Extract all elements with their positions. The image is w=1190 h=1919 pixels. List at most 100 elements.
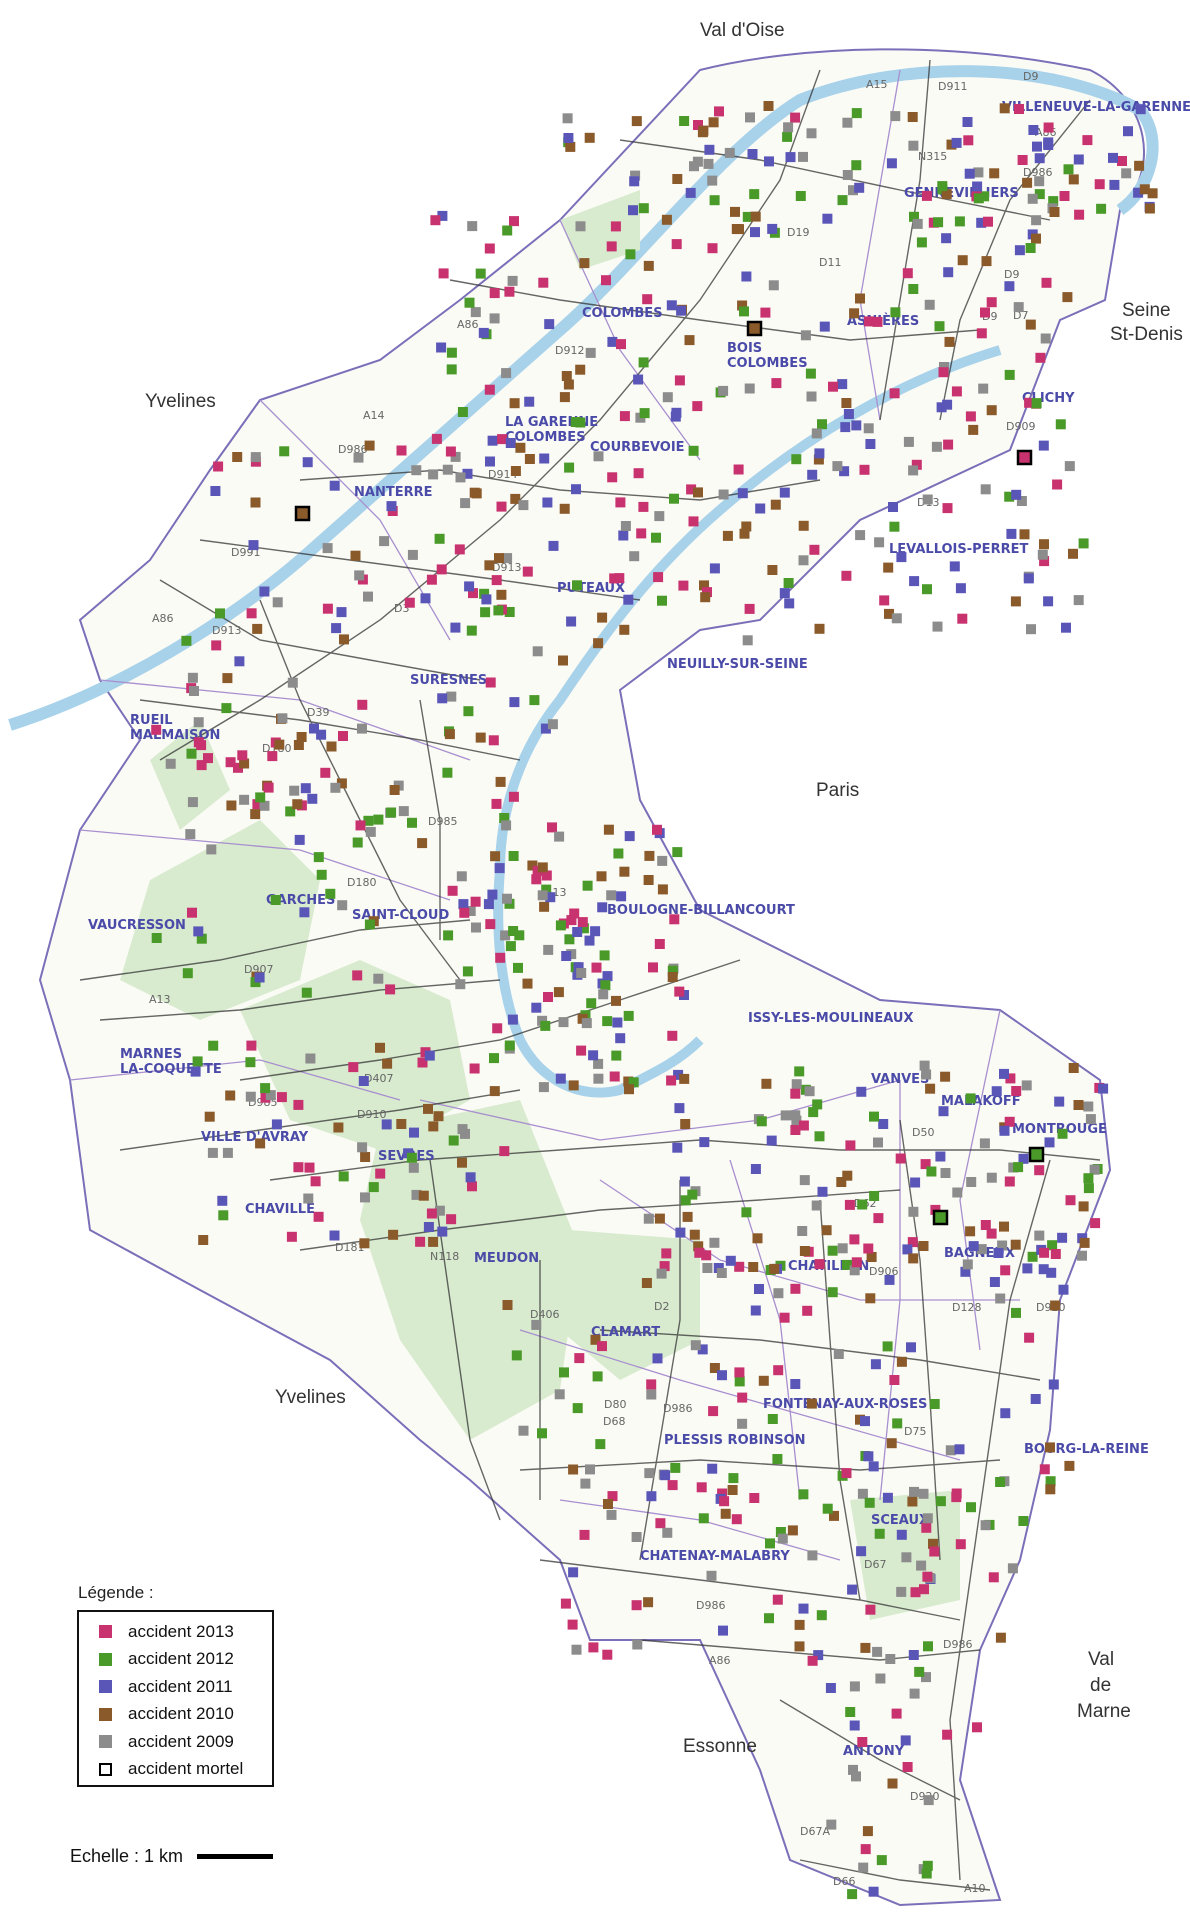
accident-marker: [938, 1106, 949, 1117]
accident-marker: [475, 268, 486, 279]
accident-marker: [1052, 479, 1063, 490]
accident-marker: [847, 1889, 858, 1900]
accident-marker: [849, 308, 860, 319]
accident-marker: [510, 466, 521, 476]
accident-marker: [359, 1238, 370, 1249]
accident-marker: [879, 595, 890, 606]
commune-label: MALAKOFF: [941, 1094, 1021, 1109]
accident-marker: [357, 723, 367, 734]
accident-marker: [932, 621, 943, 632]
accident-marker: [758, 1375, 769, 1386]
accident-marker: [903, 436, 914, 447]
accident-marker: [561, 371, 572, 381]
accident-marker: [360, 1192, 370, 1203]
accident-marker: [860, 1642, 871, 1653]
accident-marker: [1040, 333, 1051, 344]
accident-marker: [1043, 596, 1054, 607]
accident-marker: [938, 367, 949, 378]
accident-marker: [574, 1353, 585, 1364]
accident-marker: [896, 1586, 907, 1597]
accident-marker: [849, 1720, 860, 1731]
accident-marker: [706, 1570, 717, 1581]
accident-marker: [187, 672, 198, 683]
accident-marker: [794, 1641, 805, 1652]
accident-marker: [1046, 1267, 1057, 1278]
scale-label: Echelle : 1 km: [70, 1846, 184, 1866]
accident-marker: [504, 1040, 515, 1051]
accident-marker: [260, 1092, 271, 1103]
accident-marker: [862, 1826, 873, 1837]
accident-marker: [573, 962, 584, 973]
accident-marker: [742, 211, 753, 222]
accident-marker: [446, 691, 457, 702]
accident-marker: [428, 1121, 439, 1132]
accident-marker: [648, 962, 658, 973]
accident-marker: [255, 792, 266, 803]
accident-marker: [408, 1162, 419, 1173]
accident-marker: [891, 1708, 902, 1719]
accident-marker: [1077, 1250, 1087, 1261]
accident-marker: [1030, 1394, 1041, 1404]
accident-marker: [1043, 137, 1054, 148]
accident-marker: [513, 962, 523, 973]
accident-marker: [875, 1673, 886, 1684]
accident-marker: [462, 966, 473, 977]
accident-marker: [922, 584, 932, 595]
accident-marker: [916, 237, 927, 248]
accident-marker: [1024, 1332, 1035, 1343]
accident-marker: [813, 1650, 824, 1661]
accident-marker: [700, 592, 711, 603]
accident-marker: [276, 1092, 287, 1103]
accident-marker: [832, 461, 843, 472]
accident-marker: [965, 411, 976, 422]
legend-label-2011: accident 2011: [128, 1676, 233, 1696]
accident-marker: [196, 933, 207, 944]
accident-marker: [1123, 126, 1133, 137]
accident-marker: [537, 1428, 547, 1439]
accident-marker: [438, 268, 449, 279]
accident-marker: [684, 335, 695, 346]
accident-marker: [979, 1138, 990, 1149]
accident-marker: [980, 1220, 991, 1230]
accident-marker: [538, 1082, 549, 1093]
accident-marker: [884, 608, 894, 619]
accident-marker: [910, 1177, 921, 1188]
accident-marker: [487, 889, 498, 900]
accident-marker: [986, 297, 997, 308]
accident-marker: [856, 1086, 867, 1097]
accident-marker: [999, 1125, 1010, 1136]
accident-marker: [922, 1860, 933, 1871]
accident-marker: [790, 1379, 801, 1389]
commune-label: FONTENAY-AUX-ROSES: [763, 1397, 927, 1412]
accident-marker: [592, 1371, 603, 1382]
accident-marker: [1045, 1442, 1055, 1453]
accident-marker: [819, 321, 830, 332]
accident-marker: [579, 1529, 590, 1540]
accident-marker: [357, 699, 368, 710]
accident-marker: [357, 1142, 368, 1153]
accident-marker: [192, 1056, 203, 1067]
accident-marker: [764, 156, 774, 167]
accident-marker: [442, 464, 453, 475]
accident-marker: [499, 813, 510, 823]
accident-marker: [500, 930, 511, 941]
accident-marker: [511, 1350, 522, 1361]
accident-marker: [671, 239, 682, 250]
accident-marker: [848, 185, 858, 196]
accident-marker: [827, 1287, 838, 1298]
accident-marker: [1062, 292, 1073, 303]
accident-marker: [873, 1213, 884, 1224]
accident-marker: [623, 1010, 634, 1021]
accident-marker: [1048, 1379, 1059, 1390]
accident-marker: [804, 1086, 815, 1097]
accident-marker: [463, 706, 474, 717]
accident-marker: [667, 972, 678, 982]
accident-marker: [999, 1068, 1009, 1079]
accident-marker: [657, 595, 667, 606]
accident-marker: [596, 871, 607, 882]
accident-marker: [539, 901, 550, 912]
accident-marker: [611, 995, 621, 1006]
accident-marker: [618, 530, 629, 541]
road-label: D39: [307, 706, 329, 719]
accident-marker: [670, 1462, 681, 1473]
